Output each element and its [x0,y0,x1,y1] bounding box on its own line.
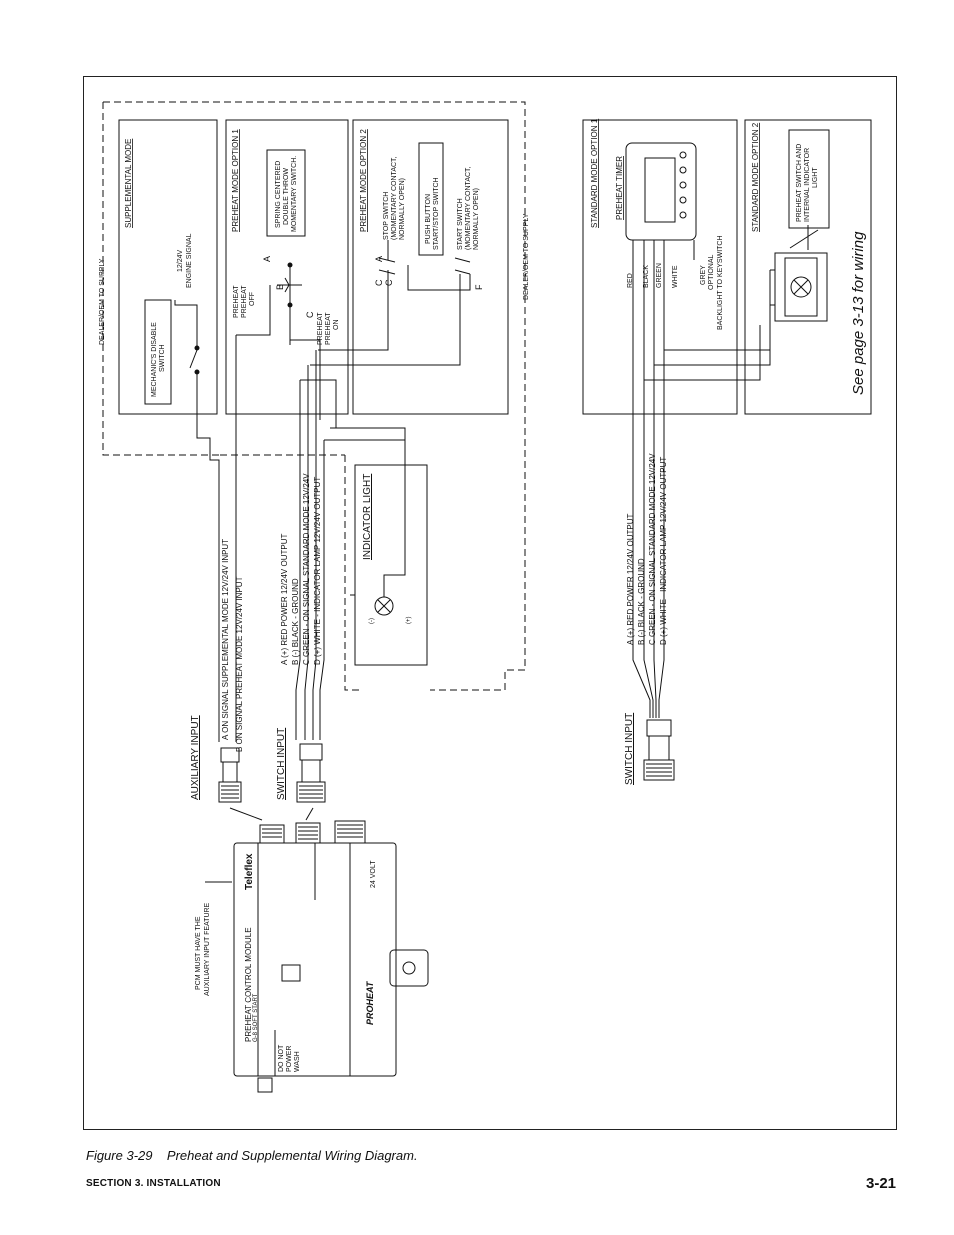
grey-wire-3: BACKLIGHT TO KEYSWITCH [717,235,724,330]
push-button-box [418,142,444,256]
dealer-oem-left: DEALER/OEM TO SUPPLY [99,258,106,345]
pcm-warning-2: POWER [286,1046,293,1072]
spring-switch-box [266,149,306,237]
standard-option1-title: STANDARD MODE OPTION 1 [590,118,599,228]
aux-connector [218,747,242,803]
right-wire-c: C GREEN - ON SIGNAL STANDARD MODE 12V/24… [648,453,657,645]
switch-input-left-label: SWITCH INPUT [276,728,287,800]
preheat-switch-indicator-box [788,129,830,229]
spring-switch-desc2: DOUBLE THROW [283,168,290,225]
pcm-brand: Teleflex [244,853,255,890]
footer-page-number: 3-21 [866,1175,897,1192]
preheat-option2-title: PREHEAT MODE OPTION 2 [359,129,368,232]
switch-connector-right [643,719,675,781]
standard-switch-desc2: INTERNAL INDICATOR [804,148,811,222]
preheat-on-1: PREHEAT [317,312,324,345]
terminal-c2-opt2: C [384,279,394,286]
pcm-logo: PROHEAT [365,980,375,1025]
preheat-on-2: PREHEAT [325,312,332,345]
standard-switch-desc3: LIGHT [812,167,819,188]
terminal-a-opt2: A [374,256,384,262]
terminal-f-opt2: F [474,284,484,290]
start-switch-3: NORMALLY OPEN) [473,188,480,250]
switch-wire-a: A (+) RED POWER 12/24V OUTPUT [280,534,289,665]
panel-standard-mode-option2 [744,119,872,415]
indicator-light-title: INDICATOR LIGHT [362,474,373,560]
preheat-off-3: OFF [249,292,256,306]
terminal-c-opt2: C [374,279,384,286]
timer-wire-black: BLACK [643,265,650,288]
indicator-minus: (-) [369,618,375,624]
pcm-warning-1: DO NOT [278,1044,285,1072]
mechanics-switch-label2: SWITCH [159,344,166,372]
grey-wire-2: OPTIONAL [708,254,715,290]
push-button-2: START/STOP SWITCH [433,177,440,250]
see-page-note: See page 3-13 for wiring [850,231,867,395]
auxiliary-input-label: AUXILIARY INPUT [190,715,201,800]
supplemental-mode-title: SUPPLEMENTAL MODE [124,139,133,228]
terminal-b-opt1: B [275,284,285,290]
standard-switch-desc1: PREHEAT SWITCH AND [796,144,803,222]
timer-wire-red: RED [627,273,634,288]
terminal-a-opt1: A [262,256,272,262]
stop-switch-1: STOP SWITCH [383,192,390,240]
push-button-1: PUSH BUTTON [425,194,432,244]
engine-signal-label2: ENGINE SIGNAL [186,233,193,288]
pcm-warning-3: WASH [294,1051,301,1072]
panel-supplemental-mode [118,119,218,415]
stop-switch-3: NORMALLY OPEN) [399,178,406,240]
indicator-plus: (+) [406,616,412,624]
preheat-timer [625,142,697,241]
switch-wire-b: B (-) BLACK - GROUND [291,578,300,665]
indicator-light-box [354,464,428,666]
dealer-oem-right: DEALER/OEM TO SUPPLY [523,213,530,300]
preheat-off-1: PREHEAT [233,285,240,318]
footer-section: SECTION 3. INSTALLATION [86,1178,221,1189]
standard-option2-title: STANDARD MODE OPTION 2 [751,122,760,232]
switch-connector-left [296,743,326,803]
pcm-title: PREHEAT CONTROL MODULE [244,927,253,1042]
spring-switch-desc1: SPRING CENTERED [275,161,282,228]
figure-caption: Figure 3-29 Preheat and Supplemental Wir… [86,1148,418,1163]
standard-switch-symbol [774,252,828,322]
start-switch-2: (MOMENTARY CONTACT, [465,166,472,250]
panel-standard-mode-option1 [582,119,738,415]
figure-frame [83,76,897,1130]
switch-wire-c: C GREEN - ON SIGNAL STANDARD MODE 12V/24… [302,473,311,665]
right-wire-b: B (-) BLACK - GROUND [637,558,646,645]
timer-wire-green: GREEN [656,263,663,288]
stop-switch-2: (MOMENTARY CONTACT, [391,156,398,240]
aux-wire-b: B ON SIGNAL PREHEAT MODE 12V/24V INPUT [235,576,244,752]
preheat-option1-title: PREHEAT MODE OPTION 1 [231,129,240,232]
engine-signal-label: 12/24V [177,249,184,272]
pcm-note-2: AUXILIARY INPUT FEATURE [204,902,211,996]
right-wire-a: A (+) RED POWER 12/24V OUTPUT [626,514,635,645]
mechanics-switch-box [144,299,172,405]
pcm-subtitle: G-8 SOFT START [253,993,259,1042]
switch-input-right-label: SWITCH INPUT [624,713,635,785]
timer-wire-white: WHITE [672,265,679,288]
terminal-c-opt1: C [305,311,315,318]
preheat-off-2: PREHEAT [241,285,248,318]
spring-switch-desc3: MOMENTARY SWITCH. [291,156,298,232]
pcm-voltage: 24 VOLT [370,860,377,888]
right-wire-d: D (+) WHITE - INDICATOR LAMP 12V/24V OUT… [659,457,668,645]
start-switch-1: START SWITCH [457,198,464,250]
switch-wire-d: D (+) WHITE - INDICATOR LAMP 12V/24V OUT… [313,477,322,665]
mechanics-switch-label: MECHANIC'S DISABLE [151,322,158,397]
aux-wire-a: A ON SIGNAL SUPPLEMENTAL MODE 12V/24V IN… [221,539,230,740]
panel-preheat-mode-option1 [225,119,349,415]
preheat-on-3: ON [333,320,340,331]
preheat-timer-label: PREHEAT TIMER [615,156,624,220]
panel-preheat-mode-option2 [352,119,509,415]
grey-wire-1: GREY [700,265,707,285]
pcm-note-1: PCM MUST HAVE THE [195,916,202,990]
